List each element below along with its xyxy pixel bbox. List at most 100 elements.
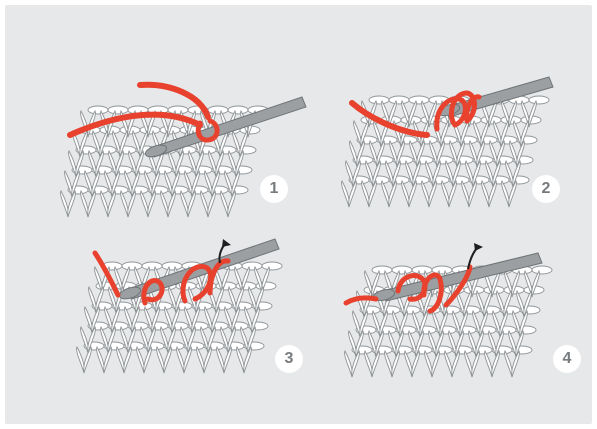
stitch-loop <box>482 181 490 207</box>
chain-loop <box>242 262 262 270</box>
stitch-loop <box>157 347 165 373</box>
stitch-loop <box>506 161 514 187</box>
stitch-loop <box>449 331 457 357</box>
stitch-loop <box>450 141 458 167</box>
stitch-loop <box>185 171 193 197</box>
stitch-loop <box>409 331 417 357</box>
stitch-loop <box>141 191 149 217</box>
step-2-illustration: 2 <box>327 65 597 240</box>
stitch-loop <box>105 171 113 197</box>
stitch-loop <box>169 287 177 313</box>
stitch-loop <box>430 141 438 167</box>
stitch-loop <box>433 311 441 337</box>
stitch-loop <box>85 171 93 197</box>
stitch-loop <box>345 351 353 377</box>
stitch-loop <box>161 191 169 217</box>
stitch-loop <box>425 351 433 377</box>
stitch-loop <box>350 141 358 167</box>
stitch-loop <box>342 181 350 207</box>
stitch-loop <box>77 347 85 373</box>
illustration-panel: 1 2 <box>5 5 592 424</box>
stitch-loop <box>474 121 482 147</box>
chain-loop <box>532 266 552 274</box>
stitch-loop <box>390 141 398 167</box>
stitch-loop <box>489 331 497 357</box>
stitch-loop <box>426 161 434 187</box>
stitch-loop <box>402 181 410 207</box>
stitch-loop <box>422 181 430 207</box>
stitch-loop <box>513 311 521 337</box>
stitch-loop <box>410 141 418 167</box>
stitch-loop <box>406 161 414 187</box>
stitch-loop <box>469 331 477 357</box>
stitch-loop <box>245 307 253 333</box>
stitch-loop <box>357 291 365 317</box>
stitch-loop <box>497 291 505 317</box>
stitch-loop <box>453 311 461 337</box>
stitch-loop <box>385 351 393 377</box>
stitch-loop <box>413 311 421 337</box>
stitch-loop <box>229 151 237 177</box>
stitch-loop <box>373 311 381 337</box>
stitch-loop <box>189 151 197 177</box>
stitch-loop <box>205 307 213 333</box>
stitch-loop <box>97 347 105 373</box>
stitch-loop <box>365 351 373 377</box>
stitch-loop <box>81 191 89 217</box>
chain-loop <box>392 266 412 274</box>
stitch-loop <box>65 171 73 197</box>
stitch-loop <box>229 287 237 313</box>
chain-loop <box>228 106 248 114</box>
stitch-loop <box>93 131 101 157</box>
stitch-loop <box>473 311 481 337</box>
stitch-loop <box>505 351 513 377</box>
stitch-loop <box>514 121 522 147</box>
stitch-loop <box>201 191 209 217</box>
stitch-loop <box>445 351 453 377</box>
stitch-loop <box>494 121 502 147</box>
stitch-loop <box>197 347 205 373</box>
stitch-loop <box>89 287 97 313</box>
stitch-loop <box>374 121 382 147</box>
stitch-loop <box>477 291 485 317</box>
stitch-loop <box>101 327 109 353</box>
chain-loop <box>162 262 182 270</box>
stitch-loop <box>485 351 493 377</box>
step-3-drawing <box>60 233 330 408</box>
stitch-loop <box>393 311 401 337</box>
stitch-loop <box>145 171 153 197</box>
chain-loop <box>409 96 429 104</box>
step-1-illustration: 1 <box>50 65 320 240</box>
stitch-loop <box>185 307 193 333</box>
chain-loop <box>142 262 162 270</box>
chain-loop <box>529 96 549 104</box>
stitch-loop <box>382 181 390 207</box>
stitch-loop <box>85 307 93 333</box>
stitch-loop <box>217 347 225 373</box>
stitch-loop <box>141 327 149 353</box>
stitch-loop <box>209 151 217 177</box>
step-2-drawing <box>327 65 597 240</box>
stitch-loop <box>249 287 257 313</box>
stitch-loop <box>165 171 173 197</box>
chain-loop <box>389 96 409 104</box>
stitch-loop <box>169 151 177 177</box>
stitch-loop <box>89 151 97 177</box>
chain-loop <box>208 106 228 114</box>
stitch-loop <box>462 181 470 207</box>
stitch-loop <box>109 151 117 177</box>
stitch-loop <box>429 331 437 357</box>
stitch-loop <box>446 161 454 187</box>
stitch-loop <box>466 161 474 187</box>
step-number-badge: 3 <box>275 345 303 373</box>
stitch-loop <box>133 131 141 157</box>
stitch-loop <box>353 311 361 337</box>
chain-loop <box>262 262 282 270</box>
stitch-loop <box>225 171 233 197</box>
stitch-loop <box>205 171 213 197</box>
stitch-loop <box>349 331 357 357</box>
stitch-loop <box>237 347 245 373</box>
stitch-loop <box>405 351 413 377</box>
stitch-loop <box>165 307 173 333</box>
step-number-badge: 1 <box>260 175 288 203</box>
